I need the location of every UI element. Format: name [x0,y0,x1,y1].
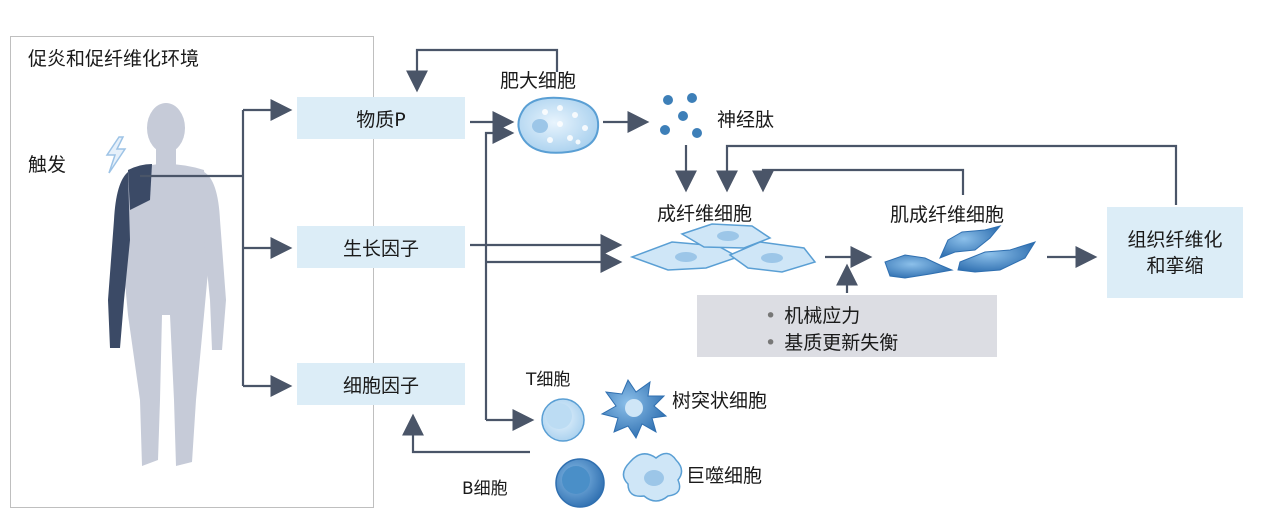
outcome-line-1: 组织纤维化 [1127,228,1223,251]
mast-cell-icon [517,96,600,154]
t-cell-label: T细胞 [526,370,571,390]
mast-cell-label: 肥大细胞 [500,70,577,92]
fibroblasts-label: 成纤维细胞 [657,203,753,225]
fibroblast-cells [629,223,817,273]
environment-title: 促炎和促纤维化环境 [28,48,200,70]
environment-panel [10,36,374,508]
lightning-icon [105,136,127,174]
trigger-label: 触发 [28,154,67,176]
neuropeptides-label: 神经肽 [717,109,775,131]
fibrosis-contracture-box: 组织纤维化 和挛缩 [1107,207,1243,298]
b-cell-label: B细胞 [462,479,508,499]
outcome-line-2: 和挛缩 [1146,254,1204,277]
mechanical-stress-box: 机械应力 基质更新失衡 [697,295,997,357]
affected-arm [108,172,130,348]
neuropeptide-dots [660,93,702,138]
stress-item: 机械应力 [765,301,860,328]
t-cell-icon [541,398,585,442]
dendritic-cell-label: 树突状细胞 [672,390,768,412]
b-cell-icon [555,458,605,508]
macrophage-icon [622,452,683,502]
stress-item: 基质更新失衡 [765,328,898,355]
growth-factors-box: 生长因子 [297,226,465,268]
dendritic-cell-icon [600,378,668,440]
macrophage-label: 巨噬细胞 [686,465,763,487]
substance-p-box: 物质P [297,97,465,139]
myofibroblast-cells [884,225,1037,279]
myofibroblasts-label: 肌成纤维细胞 [890,204,1005,226]
cytokines-box: 细胞因子 [297,363,465,405]
